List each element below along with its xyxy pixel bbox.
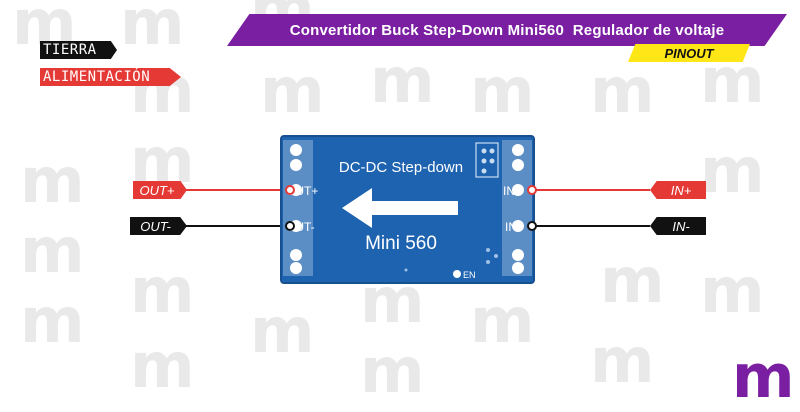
callout-in-minus: IN- bbox=[650, 217, 706, 235]
brand-logo-text: m bbox=[732, 342, 795, 412]
board-name-text: Mini 560 bbox=[365, 233, 437, 254]
pad-hole bbox=[512, 144, 524, 156]
legend-power: ALIMENTACIÓN bbox=[40, 68, 181, 86]
pad-hole bbox=[512, 249, 524, 261]
callout-out-minus-text: OUT- bbox=[140, 218, 171, 234]
en-pad bbox=[453, 270, 461, 278]
via bbox=[486, 248, 490, 252]
pad-hole bbox=[290, 262, 302, 274]
pinout-label: PINOUT bbox=[664, 45, 714, 61]
pinout-badge: PINOUT bbox=[628, 44, 750, 62]
pad-hole bbox=[512, 220, 524, 232]
pad-hole bbox=[290, 144, 302, 156]
watermark-logo: m bbox=[470, 54, 535, 127]
watermark-logo: m bbox=[120, 0, 185, 59]
board-pin-en: EN bbox=[463, 270, 476, 280]
pad-hole bbox=[290, 249, 302, 261]
pad-hole bbox=[512, 184, 524, 196]
legend-ground: TIERRA bbox=[40, 41, 117, 59]
title-banner: Convertidor Buck Step-Down Mini560 Regul… bbox=[227, 14, 787, 46]
watermark-logo: m bbox=[20, 144, 85, 217]
watermark-logo: m bbox=[20, 214, 85, 287]
pin-marker-out-minus bbox=[285, 221, 295, 231]
callout-in-plus-text: IN+ bbox=[670, 182, 692, 198]
watermark-logo: m bbox=[590, 54, 655, 127]
watermark-logo: m bbox=[20, 284, 85, 357]
header-pin bbox=[489, 158, 495, 164]
via bbox=[404, 268, 408, 272]
board-pin-in-minus: IN- bbox=[505, 220, 521, 234]
legend-ground-label: TIERRA bbox=[43, 42, 97, 58]
header-pin bbox=[489, 148, 495, 154]
pin-marker-in-minus bbox=[527, 221, 537, 231]
arrow-left-icon bbox=[342, 188, 458, 228]
pad-hole bbox=[512, 262, 524, 274]
board-pin-in-plus: IN+ bbox=[503, 184, 522, 198]
pad-hole bbox=[512, 159, 524, 171]
watermark-logo: m bbox=[470, 284, 535, 357]
legend-power-label: ALIMENTACIÓN bbox=[43, 69, 151, 85]
callout-out-plus: OUT+ bbox=[133, 181, 187, 199]
callout-out-minus: OUT- bbox=[130, 217, 187, 235]
pin-marker-in-plus bbox=[527, 185, 537, 195]
module-diagram: DC-DC Step-down Mini 560 OUT+ OUT- IN+ I… bbox=[180, 135, 650, 284]
watermark-logo: m bbox=[250, 294, 315, 367]
pcb-outline bbox=[280, 135, 535, 284]
header-pin bbox=[481, 158, 487, 164]
watermark-logo: m bbox=[590, 324, 655, 397]
watermark-logo: m bbox=[700, 254, 765, 327]
brand-logo: m bbox=[732, 347, 795, 407]
via bbox=[494, 254, 498, 258]
pin-marker-out-plus bbox=[285, 185, 295, 195]
watermark-logo: m bbox=[130, 254, 195, 327]
pad-hole bbox=[290, 159, 302, 171]
watermark-logo: m bbox=[360, 334, 425, 407]
watermark-logo: m bbox=[260, 54, 325, 127]
watermark-logo: m bbox=[600, 244, 665, 317]
watermark-logo: m bbox=[370, 44, 435, 117]
callout-in-minus-text: IN- bbox=[672, 218, 690, 234]
via bbox=[486, 260, 490, 264]
header-pin bbox=[481, 148, 487, 154]
header-pin bbox=[481, 168, 487, 174]
callout-in-plus: IN+ bbox=[650, 181, 706, 199]
page-title: Convertidor Buck Step-Down Mini560 Regul… bbox=[289, 21, 725, 39]
board-header-text: DC-DC Step-down bbox=[339, 159, 463, 176]
header-outline bbox=[475, 142, 499, 178]
callout-out-plus-text: OUT+ bbox=[139, 182, 175, 198]
watermark-logo: m bbox=[700, 134, 765, 207]
watermark-logo: m bbox=[130, 329, 195, 402]
